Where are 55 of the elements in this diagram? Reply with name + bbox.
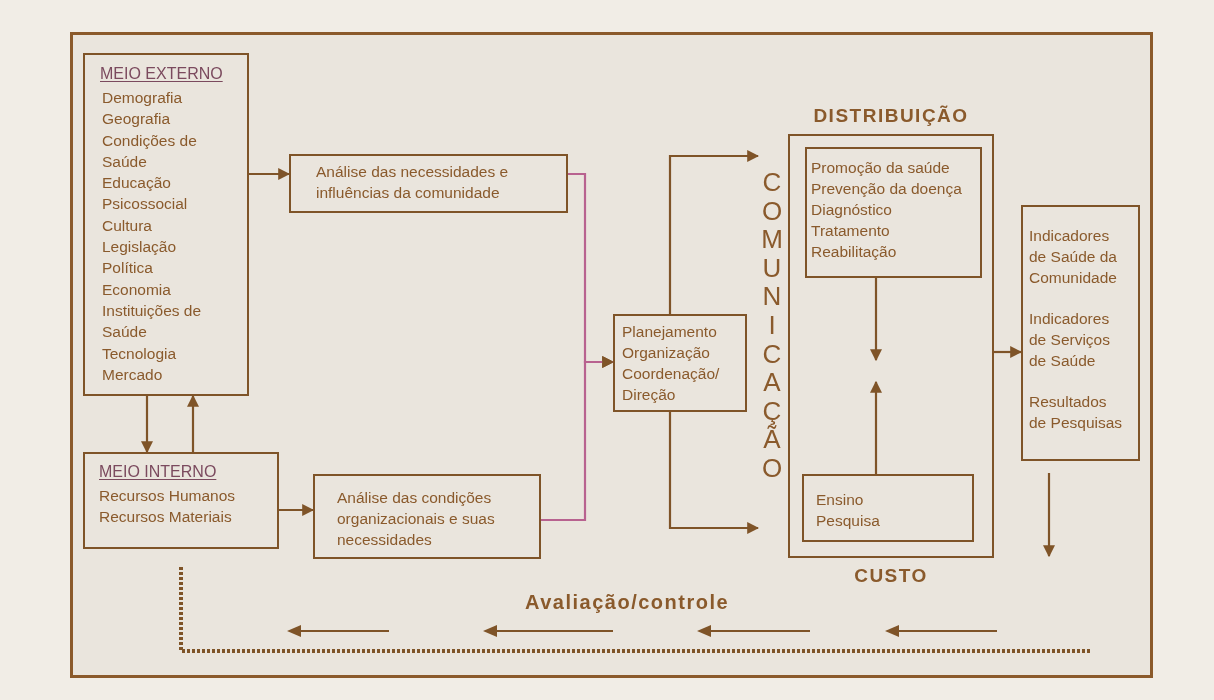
box-text: Planejamento bbox=[622, 322, 717, 342]
list-item: Recursos Humanos bbox=[99, 486, 236, 506]
list-item: Cultura bbox=[101, 215, 152, 236]
arrow bbox=[141, 396, 153, 454]
arrow bbox=[1043, 473, 1055, 558]
arrow bbox=[541, 356, 615, 522]
box-text: Resultados de Pesquisas bbox=[1029, 392, 1124, 433]
box-text: Pesquisa bbox=[816, 511, 880, 531]
list-item: Recursos Materiais bbox=[99, 507, 232, 528]
process-box bbox=[313, 474, 541, 559]
process-box bbox=[83, 452, 279, 549]
group-heading: DISTRIBUIÇÃO bbox=[813, 104, 969, 128]
arrow bbox=[279, 504, 315, 516]
section-heading: MEIO EXTERNO bbox=[100, 64, 223, 84]
section-heading: MEIO INTERNO bbox=[99, 462, 217, 482]
process-box bbox=[1021, 205, 1140, 461]
list-item: Legislação bbox=[101, 237, 177, 258]
arrow bbox=[870, 278, 882, 362]
list-item: Política bbox=[101, 258, 153, 279]
list-item: Instituições de Saúde bbox=[101, 300, 203, 343]
process-box bbox=[83, 53, 249, 396]
box-text: Prevenção da doença bbox=[811, 179, 962, 199]
list-item: Condições de Saúde bbox=[101, 130, 198, 172]
box-text: Indicadores de Saúde da Comunidade bbox=[1029, 226, 1118, 288]
process-box bbox=[613, 314, 747, 412]
box-text: Ensino bbox=[816, 490, 864, 510]
process-box bbox=[802, 474, 974, 542]
list-item: Mercado bbox=[101, 364, 163, 385]
arrow bbox=[870, 380, 882, 474]
box-text: Diagnóstico bbox=[811, 200, 892, 220]
box-text: Coordenação/ bbox=[622, 364, 720, 384]
box-text: Reabilitação bbox=[811, 242, 897, 262]
list-item: Psicossocial bbox=[101, 194, 188, 215]
vertical-label: COMUNICAÇÃO bbox=[761, 168, 783, 483]
box-text: Direção bbox=[622, 385, 676, 405]
list-item: Geografia bbox=[101, 109, 171, 130]
box-text: Promoção da saúde bbox=[811, 158, 950, 178]
box-text: Análise das condições organizacionais e suas necessidades bbox=[337, 488, 496, 550]
list-item: Tecnologia bbox=[101, 343, 177, 364]
list-item: Demografia bbox=[101, 88, 183, 108]
list-item: Educação bbox=[101, 173, 171, 194]
box-text: Análise das necessidades e influências da comunidade bbox=[316, 162, 510, 203]
arrow bbox=[668, 150, 760, 314]
list-item: Economia bbox=[101, 279, 171, 300]
arrow bbox=[249, 168, 291, 180]
process-box bbox=[289, 154, 568, 213]
arrow bbox=[187, 394, 199, 452]
box-text: Organização bbox=[622, 343, 710, 363]
box-text: Indicadores de Serviços de Saúde bbox=[1029, 309, 1111, 371]
process-box bbox=[805, 147, 982, 278]
arrow bbox=[994, 346, 1023, 358]
loop-label: Avaliação/controle bbox=[525, 590, 730, 615]
arrow bbox=[668, 412, 760, 534]
box-text: Tratamento bbox=[811, 221, 890, 241]
group-footer: CUSTO bbox=[854, 562, 928, 590]
